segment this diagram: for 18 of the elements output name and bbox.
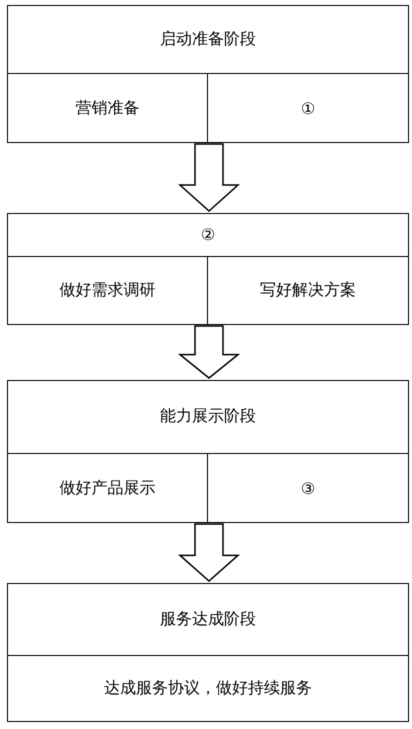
- stage-box: [7, 583, 409, 722]
- block-arrow: [178, 523, 240, 582]
- task-label: 做好产品展示: [60, 478, 156, 498]
- task-label: 写好解决方案: [260, 280, 356, 301]
- task-label: ①: [300, 98, 316, 118]
- stage-title: 服务达成阶段: [160, 608, 256, 630]
- task-label: ③: [300, 478, 316, 498]
- stage-box: [7, 213, 409, 325]
- stage-title: 能力展示阶段: [160, 406, 256, 427]
- task-label: 做好需求调研: [60, 280, 156, 301]
- stage-box: [7, 380, 409, 523]
- stage-title: 启动准备阶段: [160, 28, 256, 50]
- stage-box: [7, 5, 409, 143]
- block-arrow: [178, 143, 240, 212]
- task-label: 达成服务协议，做好持续服务: [104, 678, 312, 699]
- stage-title: ②: [200, 225, 216, 244]
- block-arrow: [178, 325, 240, 379]
- task-label: 营销准备: [76, 98, 140, 118]
